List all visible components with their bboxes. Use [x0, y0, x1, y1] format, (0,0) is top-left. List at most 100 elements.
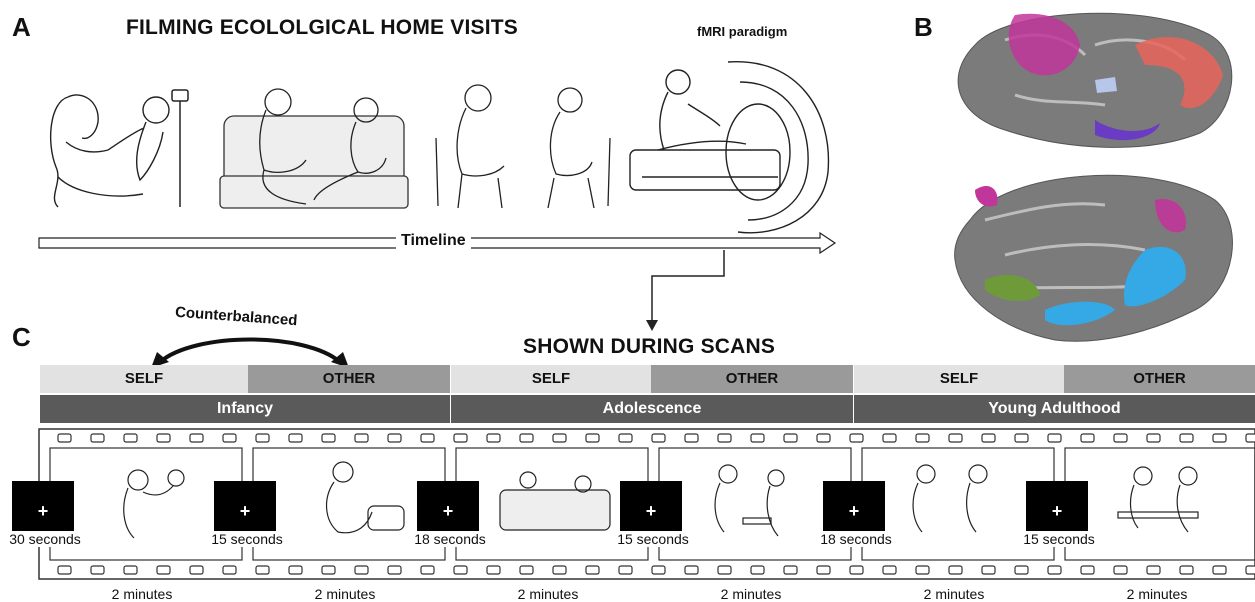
condition-other-infancy: OTHER — [248, 365, 450, 393]
film-sprocket-hole — [123, 433, 138, 443]
film-sprocket-hole — [750, 433, 765, 443]
film-sprocket-hole — [288, 433, 303, 443]
film-sprocket-hole — [288, 565, 303, 575]
brain-medial-view — [957, 12, 1233, 148]
film-sprocket-hole — [981, 433, 996, 443]
film-sprocket-hole — [354, 565, 369, 575]
panel-label-b: B — [914, 12, 933, 42]
filming-title: FILMING ECOLOLGICAL HOME VISITS — [126, 16, 518, 39]
film-sprocket-hole — [882, 433, 897, 443]
film-sprocket-hole — [57, 433, 72, 443]
film-sprocket-hole — [1047, 565, 1062, 575]
film-sprocket-hole — [849, 433, 864, 443]
film-sprocket-hole — [486, 433, 501, 443]
film-sprocket-hole — [321, 433, 336, 443]
film-sprocket-hole — [750, 565, 765, 575]
panel-label-c: C — [12, 322, 31, 352]
film-sprocket-hole — [420, 433, 435, 443]
film-sprocket-hole — [1146, 433, 1161, 443]
film-sprocket-hole — [585, 433, 600, 443]
film-sprocket-hole — [783, 433, 798, 443]
film-sprocket-hole — [651, 433, 666, 443]
film-sprocket-hole — [453, 565, 468, 575]
panel-label-a: A — [12, 12, 31, 42]
film-sprocket-hole — [882, 565, 897, 575]
film-sprocket-hole — [618, 565, 633, 575]
film-sprocket-hole — [519, 433, 534, 443]
film-sprocket-hole — [1179, 433, 1194, 443]
clip-duration-1: 2 minutes — [111, 586, 173, 602]
counterbalanced-arrow — [151, 337, 349, 368]
film-sprocket-hole — [387, 433, 402, 443]
fixation-duration-1: 30 seconds — [4, 531, 86, 547]
film-sprocket-hole — [948, 565, 963, 575]
film-sprocket-hole — [717, 433, 732, 443]
film-sprocket-hole — [123, 565, 138, 575]
mother-adolescent-couch-illustration — [219, 88, 409, 209]
film-sprocket-hole — [684, 433, 699, 443]
film-sprocket-hole — [486, 565, 501, 575]
film-sprocket-hole — [849, 565, 864, 575]
stage-adolescence: Adolescence — [451, 395, 853, 423]
film-sprocket-hole — [453, 433, 468, 443]
film-sprocket-hole — [420, 565, 435, 575]
timeline-label: Timeline — [396, 232, 471, 250]
condition-self-adulthood: SELF — [854, 365, 1064, 393]
film-sprocket-hole — [1179, 565, 1194, 575]
film-sprocket-hole — [321, 565, 336, 575]
film-sprocket-hole — [222, 565, 237, 575]
clip-duration-2: 2 minutes — [314, 586, 376, 602]
stage-young-adulthood: Young Adulthood — [854, 395, 1255, 423]
film-sprocket-hole — [1245, 433, 1255, 443]
mother-adult-chairs-illustration — [435, 84, 611, 209]
film-sprocket-hole — [189, 565, 204, 575]
film-sprocket-hole — [1245, 565, 1255, 575]
fmri-paradigm-title: fMRI paradigm — [697, 24, 788, 39]
film-sprocket-hole — [57, 565, 72, 575]
film-sprocket-hole — [948, 433, 963, 443]
condition-self-adolescence: SELF — [451, 365, 651, 393]
mother-infant-illustration — [50, 89, 189, 208]
film-sprocket-hole — [783, 565, 798, 575]
fixation-duration-6: 15 seconds — [1018, 531, 1100, 547]
film-sprocket-hole — [552, 433, 567, 443]
film-sprocket-hole — [618, 433, 633, 443]
film-sprocket-hole — [90, 433, 105, 443]
film-sprocket-hole — [585, 565, 600, 575]
film-sprocket-hole — [519, 565, 534, 575]
shown-during-scans-title: SHOWN DURING SCANS — [523, 335, 776, 358]
film-sprocket-hole — [915, 565, 930, 575]
film-sprocket-hole — [1014, 433, 1029, 443]
clip-duration-6: 2 minutes — [1126, 586, 1188, 602]
film-sprocket-hole — [255, 565, 270, 575]
fmri-to-scans-arrow — [646, 250, 725, 331]
fixation-duration-2: 15 seconds — [206, 531, 288, 547]
film-sprocket-hole — [816, 565, 831, 575]
film-sprocket-hole — [387, 565, 402, 575]
film-sprocket-hole — [981, 565, 996, 575]
film-sprocket-hole — [1113, 433, 1128, 443]
fixation-duration-5: 18 seconds — [815, 531, 897, 547]
brain-lateral-view — [954, 174, 1233, 342]
film-sprocket-hole — [255, 433, 270, 443]
film-sprocket-hole — [1212, 433, 1227, 443]
film-sprocket-hole — [1047, 433, 1062, 443]
clip-duration-4: 2 minutes — [720, 586, 782, 602]
film-sprocket-hole — [222, 433, 237, 443]
film-sprocket-hole — [156, 433, 171, 443]
fixation-duration-3: 18 seconds — [409, 531, 491, 547]
film-sprocket-hole — [816, 433, 831, 443]
clip-duration-3: 2 minutes — [517, 586, 579, 602]
condition-other-adulthood: OTHER — [1064, 365, 1255, 393]
film-sprocket-hole — [915, 433, 930, 443]
film-sprocket-hole — [354, 433, 369, 443]
film-sprocket-hole — [651, 565, 666, 575]
film-sprocket-hole — [717, 565, 732, 575]
condition-self-infancy: SELF — [40, 365, 248, 393]
film-sprocket-hole — [1014, 565, 1029, 575]
film-sprocket-hole — [1212, 565, 1227, 575]
film-sprocket-hole — [1146, 565, 1161, 575]
film-sprocket-hole — [552, 565, 567, 575]
film-sprocket-hole — [1080, 433, 1095, 443]
stage-infancy: Infancy — [40, 395, 450, 423]
